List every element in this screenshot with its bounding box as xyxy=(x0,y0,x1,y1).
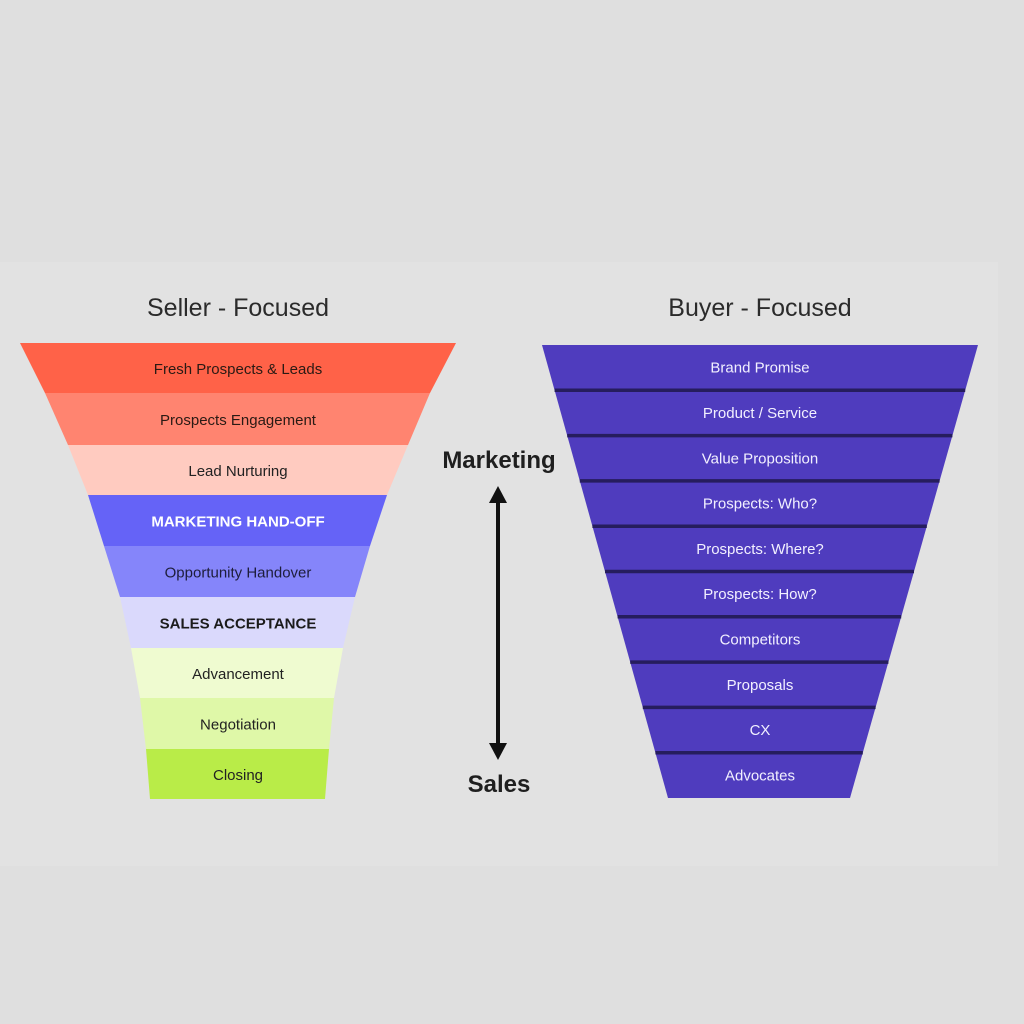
buyer-stage-label: Prospects: Where? xyxy=(696,541,824,558)
buyer-funnel-title: Buyer - Focused xyxy=(668,294,852,322)
buyer-stage-label: Competitors xyxy=(720,631,801,648)
seller-stage: Lead Nurturing xyxy=(68,445,408,495)
seller-stage-band xyxy=(88,495,387,546)
seller-stage-band xyxy=(20,343,456,393)
buyer-stage-label: Prospects: How? xyxy=(703,586,816,603)
seller-stage-label: Opportunity Handover xyxy=(165,565,312,582)
seller-stage-label: SALES ACCEPTANCE xyxy=(160,616,317,633)
seller-stage-band xyxy=(45,393,430,445)
marketing-sales-arrow xyxy=(489,486,507,760)
seller-stage-band xyxy=(104,546,370,597)
sales-label: Sales xyxy=(467,771,531,798)
seller-stage: Prospects Engagement xyxy=(45,393,430,445)
buyer-stage-label: Brand Promise xyxy=(710,360,809,377)
seller-stage-label: Advancement xyxy=(192,666,285,683)
buyer-stage-label: Product / Service xyxy=(703,405,817,422)
seller-stage: Opportunity Handover xyxy=(104,546,370,597)
seller-stage: Advancement xyxy=(131,648,343,698)
seller-stage: Negotiation xyxy=(140,698,334,749)
seller-stage: Closing xyxy=(146,749,329,799)
arrow-down-icon xyxy=(489,743,507,760)
seller-stage-label: Prospects Engagement xyxy=(160,412,317,429)
seller-stage-label: MARKETING HAND-OFF xyxy=(151,514,324,531)
marketing-label: Marketing xyxy=(442,447,556,474)
seller-stage-label: Negotiation xyxy=(200,717,276,734)
seller-stage-label: Closing xyxy=(213,767,263,784)
seller-stage-band xyxy=(146,749,329,799)
seller-stage: SALES ACCEPTANCE xyxy=(120,597,355,648)
seller-stage-band xyxy=(140,698,334,749)
seller-stage-band xyxy=(68,445,408,495)
buyer-stage-label: Advocates xyxy=(725,767,795,784)
seller-stage-label: Lead Nurturing xyxy=(188,463,287,480)
seller-stage-label: Fresh Prospects & Leads xyxy=(154,361,322,378)
seller-funnel-title: Seller - Focused xyxy=(146,294,330,322)
seller-stage-band xyxy=(120,597,355,648)
buyer-stage-label: CX xyxy=(750,722,771,739)
seller-stage: Fresh Prospects & Leads xyxy=(20,343,456,393)
buyer-stage-label: Value Proposition xyxy=(702,450,818,467)
seller-stage: MARKETING HAND-OFF xyxy=(88,495,387,546)
seller-stage-band xyxy=(131,648,343,698)
buyer-stage-label: Prospects: Who? xyxy=(703,496,817,513)
buyer-stage-label: Proposals xyxy=(727,677,794,694)
arrow-up-icon xyxy=(489,486,507,503)
